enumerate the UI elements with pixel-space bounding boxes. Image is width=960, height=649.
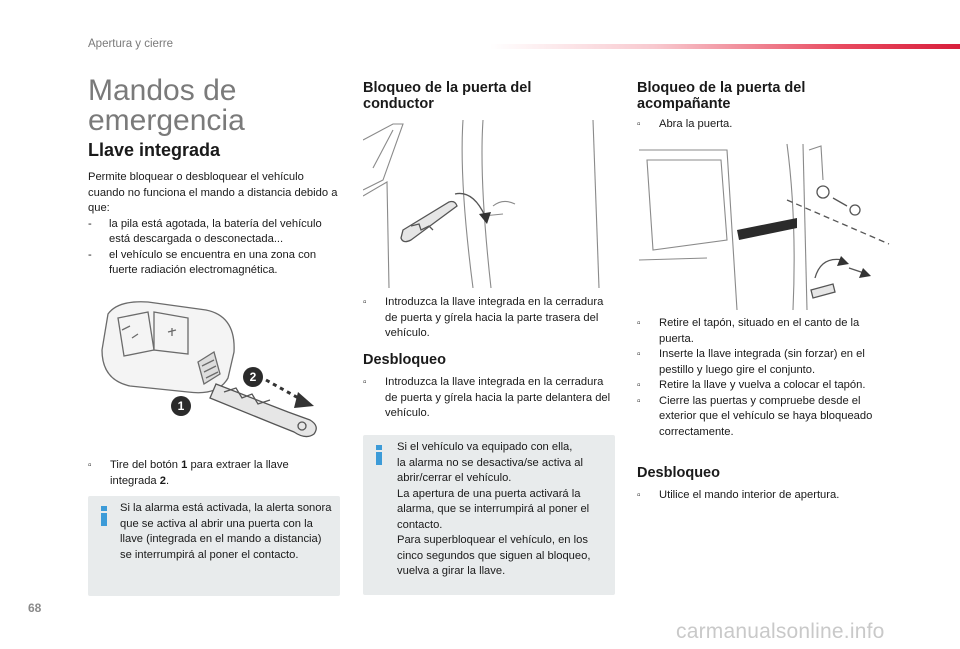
callout-1-badge: [171, 396, 191, 416]
conductor-unlock-step: ▫ Introduzca la llave integrada en la ce…: [363, 375, 615, 422]
callout-1-label: 1: [177, 399, 185, 413]
info-line-1: Si el vehículo va equipado con ella,: [397, 441, 573, 453]
list-item: ▫ Introduzca la llave integrada en la ce…: [363, 295, 615, 342]
conductor-unlock-text: Introduzca la llave integrada en la cerr…: [385, 376, 611, 419]
square-bullet-icon: ▫: [637, 349, 641, 360]
square-bullet-icon: ▫: [363, 377, 367, 388]
llave-intro-text: Permite bloquear o desbloquear el vehícu…: [88, 171, 338, 214]
conductor-step: ▫ Introduzca la llave integrada en la ce…: [363, 295, 615, 342]
dash-marker: -: [88, 217, 92, 230]
square-bullet-icon: ▫: [363, 297, 367, 308]
list-item: - el vehículo se encuentra en una zona c…: [88, 248, 343, 279]
llave-step-text: Tire del botón 1 para extraer la llave i…: [110, 458, 338, 489]
square-bullet-icon: ▫: [637, 490, 641, 501]
list-item: ▫ Retire la llave y vuelva a colocar el …: [637, 378, 897, 394]
page-title-line1: Mandos de: [88, 74, 237, 107]
list-item: ▫ Introduzca la llave integrada en la ce…: [363, 375, 615, 422]
info-text: Si el vehículo va equipado con ella, la …: [397, 440, 609, 580]
conductor-unlock-title: Desbloqueo: [363, 352, 446, 368]
llave-step-b1: 1: [181, 459, 188, 471]
llave-step-post: .: [166, 474, 170, 487]
conductor-title-line2: conductor: [363, 96, 434, 112]
watermark: carmanualsonline.info: [676, 620, 885, 643]
header-accent-bar: [490, 44, 960, 49]
info-line-3: La apertura de una puerta activará la al…: [397, 487, 590, 531]
llave-step-b2: 2: [159, 474, 166, 487]
acompanante-step-3: Retire la llave y vuelva a colocar el ta…: [659, 379, 866, 391]
acompanante-steps: ▫ Retire el tapón, situado en el canto d…: [637, 316, 897, 440]
info-box-conductor: Si el vehículo va equipado con ella, la …: [363, 435, 615, 595]
page-title: Mandos de emergencia: [88, 76, 245, 136]
acompanante-open-text: Abra la puerta.: [659, 118, 733, 130]
acompanante-step-2: Inserte la llave integrada (sin forzar) …: [659, 348, 865, 376]
info-line-4: Para superbloquear el vehículo, en los c…: [397, 534, 591, 577]
list-item: ▫ Abra la puerta.: [637, 117, 892, 133]
info-box-alarm: Si la alarma está activada, la alerta so…: [88, 496, 340, 596]
list-item: ▫ Cierre las puertas y compruebe desde e…: [637, 394, 897, 441]
llave-item-2: el vehículo se encuentra en una zona con…: [109, 248, 317, 277]
llave-step-mid: para extraer la llave integrada: [110, 459, 289, 487]
llave-step-pre: Tire del botón: [110, 459, 182, 471]
info-text: Si la alarma está activada, la alerta so…: [120, 502, 332, 561]
acompanante-title-line2: acompañante: [637, 96, 731, 112]
conductor-title-line1: Bloqueo de la puerta del: [363, 80, 532, 96]
acompanante-unlock-step: ▫ Utilice el mando interior de apertura.: [637, 488, 897, 504]
acompanante-unlock-text: Utilice el mando interior de apertura.: [659, 489, 840, 501]
callout-2-badge: [243, 367, 263, 387]
acompanante-title: Bloqueo de la puerta del acompañante: [637, 80, 897, 112]
info-icon: [100, 506, 108, 526]
square-bullet-icon: ▫: [88, 460, 92, 471]
square-bullet-icon: ▫: [637, 380, 641, 391]
square-bullet-icon: ▫: [637, 119, 641, 130]
acompanante-step-1: Retire el tapón, situado en el canto de …: [659, 317, 860, 345]
dash-marker: -: [88, 248, 92, 261]
section-header: Apertura y cierre: [88, 38, 174, 50]
llave-intro: Permite bloquear o desbloquear el vehícu…: [88, 170, 343, 279]
acompanante-unlock-title: Desbloqueo: [637, 465, 720, 481]
driver-door-illustration: [363, 120, 600, 288]
info-icon: [375, 445, 383, 465]
page-number: 68: [28, 601, 42, 615]
llave-item-1: la pila está agotada, la batería del veh…: [109, 217, 322, 246]
acompanante-open-step: ▫ Abra la puerta.: [637, 117, 892, 133]
passenger-door-illustration: [638, 143, 890, 310]
square-bullet-icon: ▫: [637, 395, 641, 407]
acompanante-step-4: Cierre las puertas y compruebe desde el …: [659, 394, 873, 438]
info-line-2: la alarma no se desactiva/se activa al a…: [397, 456, 583, 485]
callout-2-label: 2: [249, 370, 257, 384]
conductor-step-text: Introduzca la llave integrada en la cerr…: [385, 296, 604, 339]
key-fob-illustration: [101, 301, 317, 438]
llave-step: ▫ Tire del botón 1 para extraer la llave…: [88, 458, 338, 489]
list-item: ▫ Inserte la llave integrada (sin forzar…: [637, 347, 897, 378]
list-item: ▫ Utilice el mando interior de apertura.: [637, 488, 897, 504]
llave-title: Llave integrada: [88, 140, 221, 160]
conductor-title: Bloqueo de la puerta del conductor: [363, 80, 613, 112]
page-title-line2: emergencia: [88, 104, 245, 137]
list-item: ▫ Tire del botón 1 para extraer la llave…: [88, 458, 338, 489]
square-bullet-icon: ▫: [637, 318, 641, 329]
list-item: ▫ Retire el tapón, situado en el canto d…: [637, 316, 897, 347]
list-item: - la pila está agotada, la batería del v…: [88, 217, 343, 248]
acompanante-title-line1: Bloqueo de la puerta del: [637, 80, 806, 96]
